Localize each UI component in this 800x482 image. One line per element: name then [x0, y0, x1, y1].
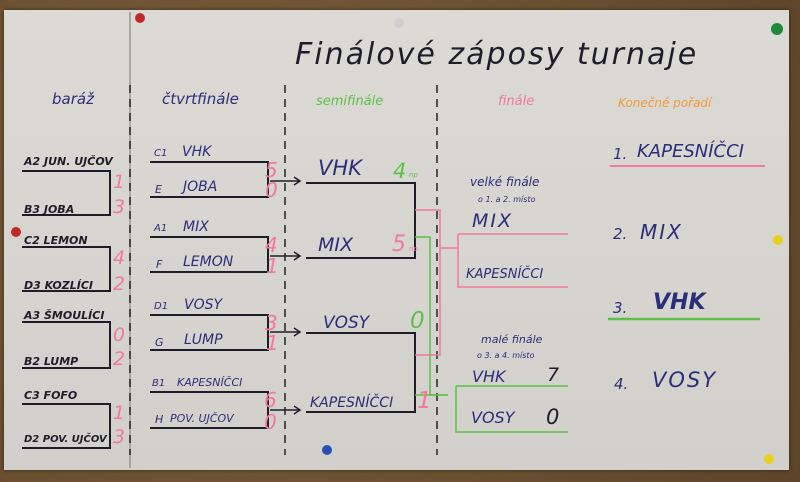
qf-1-score-bottom: 0	[265, 178, 278, 202]
push-pins	[8, 13, 783, 465]
small-final-connectors	[415, 236, 568, 433]
header-ctvrtfinale: čtvrtfinále	[162, 90, 239, 108]
header-baraz: baráž	[52, 90, 94, 108]
qf-3-bottom-seed: G	[155, 336, 164, 349]
small-final-sublabel: o 3. a 4. místo	[477, 351, 535, 360]
standing-1-team: KAPESNÍČCI	[637, 141, 744, 162]
standing-2-team: MIX	[640, 220, 683, 244]
qf-2-top: MIX	[183, 219, 209, 235]
qf-3-top-seed: D1	[154, 301, 169, 312]
baraz-1-score-bottom: 3	[113, 196, 126, 218]
qf-1-bottom: JOBA	[183, 179, 218, 195]
standing-1-rank: 1.	[613, 145, 628, 163]
qf-3-bottom: LUMP	[184, 332, 223, 348]
sf-2-bottom: KAPESNÍČCI	[310, 395, 394, 411]
baraz-4-top: C3 FOFO	[24, 389, 78, 402]
poster-title: Finálové záposy turnaje	[295, 37, 699, 72]
qf-3-score-top: 3	[265, 311, 278, 335]
baraz-1-bottom: B3 JOBA	[24, 203, 75, 216]
pin-green	[771, 23, 783, 35]
small-final-label: malé finále	[481, 333, 543, 346]
qf-2-bottom: LEMON	[183, 254, 234, 270]
final-connectors	[415, 209, 568, 356]
qf-1-score-top: 5	[265, 158, 278, 182]
standing-4-rank: 4.	[614, 375, 629, 393]
baraz-2-bottom: D3 KOZLÍCI	[24, 279, 94, 292]
pin-yellow	[773, 235, 783, 245]
header-finale: finále	[498, 94, 535, 109]
sf-1-score-bottom-note: np	[409, 245, 418, 253]
baraz-4-score-top: 1	[113, 402, 126, 424]
baraz-2-top: C2 LEMON	[24, 234, 88, 247]
qf-4-bottom: POV. UJČOV	[170, 412, 234, 425]
baraz-2-score-top: 4	[113, 247, 126, 269]
sf-1-score-top: 4	[393, 159, 407, 183]
baraz-4-score-bottom: 3	[113, 426, 126, 448]
baraz-4-bottom: D2 POV. UJČOV	[24, 434, 107, 445]
pin-gray	[394, 18, 404, 28]
pin-yellow	[764, 454, 774, 464]
bracket-poster	[4, 10, 789, 470]
standing-3-team: VHK	[653, 290, 706, 315]
baraz-3-score-top: 0	[113, 324, 126, 346]
qf-4-score-top: 6	[264, 388, 277, 412]
qf-1-top-seed: C1	[154, 148, 168, 159]
pin-red	[11, 227, 21, 237]
qf-2-top-seed: A1	[154, 223, 168, 234]
sf-1-top: VHK	[318, 156, 362, 180]
qf-1-bottom-seed: E	[155, 183, 162, 196]
qf-4-bottom-seed: H	[155, 413, 164, 426]
sf-1-score-bottom: 5	[392, 232, 406, 257]
sf-2-top: VOSY	[323, 313, 370, 333]
header-konecne-poradi: Konečné pořadí	[618, 96, 712, 110]
pin-blue	[322, 445, 332, 455]
baraz-3-bottom: B2 LUMP	[24, 355, 79, 368]
qf-brackets	[150, 161, 269, 429]
sf-2-score-bottom: 1	[417, 388, 432, 414]
baraz-brackets	[22, 170, 111, 449]
small-final-bottom-score: 0	[546, 405, 560, 429]
qf-arrows	[270, 176, 302, 415]
baraz-3-score-bottom: 2	[113, 348, 126, 370]
qf-4-top-seed: B1	[152, 378, 166, 389]
qf-4-score-bottom: 0	[264, 410, 277, 434]
big-final-sublabel: o 1. a 2. místo	[478, 195, 536, 204]
sf-2-score-top: 0	[410, 308, 425, 334]
qf-2-score-bottom: 1	[266, 254, 279, 278]
sf-1-score-top-note: np	[409, 171, 418, 179]
qf-2-score-top: 4	[265, 233, 278, 257]
baraz-1-top: A2 JUN. UJČOV	[24, 155, 113, 168]
standing-3-rank: 3.	[613, 299, 628, 317]
qf-3-score-bottom: 1	[266, 331, 279, 355]
header-semifinale: semifinále	[316, 94, 384, 109]
big-final-top: MIX	[472, 210, 514, 232]
pin-gray	[8, 457, 16, 465]
small-final-top-score: 7	[547, 364, 560, 386]
big-final-bottom: KAPESNÍČCI	[466, 267, 544, 282]
baraz-2-score-bottom: 2	[113, 273, 126, 295]
pin-red	[135, 13, 145, 23]
qf-4-top: KAPESNÍČCI	[177, 376, 243, 389]
qf-3-top: VOSY	[184, 297, 223, 313]
big-final-label: velké finále	[470, 175, 540, 189]
sf-1-bottom: MIX	[318, 234, 354, 256]
qf-1-top: VHK	[182, 144, 212, 160]
standing-4-team: VOSY	[652, 368, 718, 392]
qf-2-bottom-seed: F	[156, 258, 163, 271]
baraz-1-score-top: 1	[113, 171, 126, 193]
small-final-bottom: VOSY	[471, 408, 515, 427]
sf-brackets	[306, 182, 416, 413]
standing-2-rank: 2.	[613, 225, 628, 243]
baraz-3-top: A3 ŠMOULÍCI	[24, 309, 105, 322]
small-final-top: VHK	[472, 367, 506, 386]
